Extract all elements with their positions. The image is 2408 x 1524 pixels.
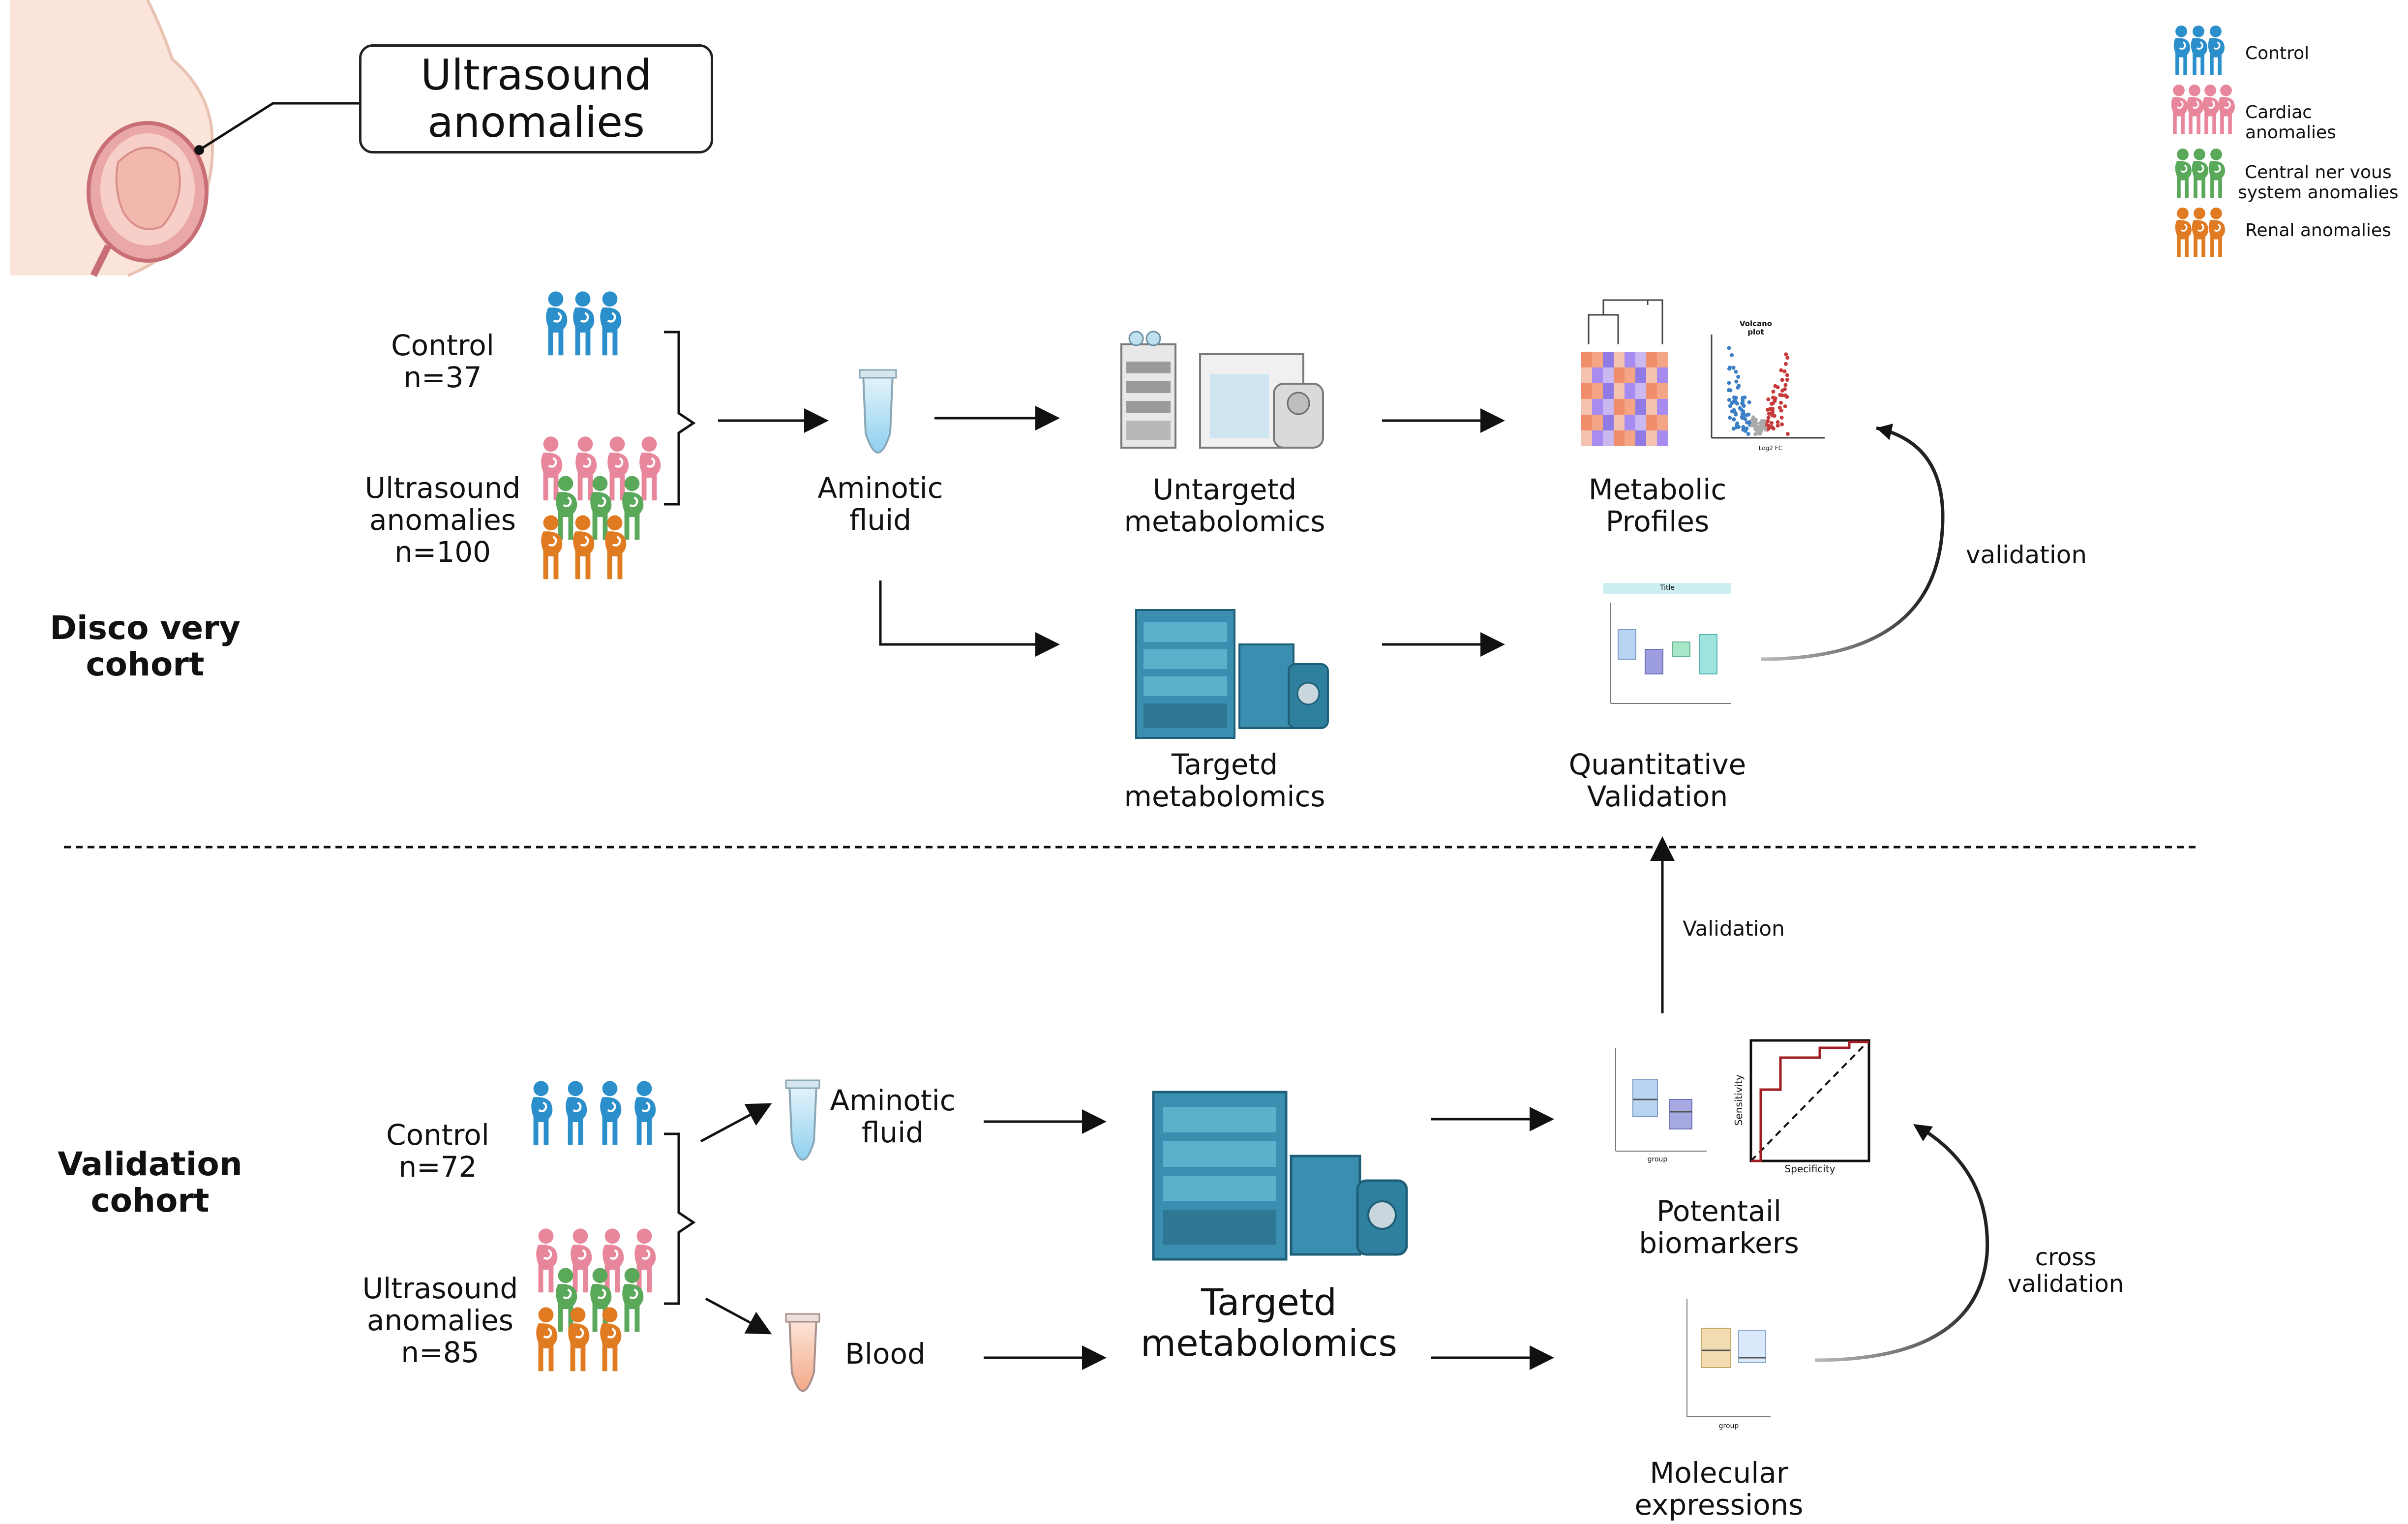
validation-control-people-icon [531, 1081, 656, 1145]
roc-y-axis-label: Sensitivity [1732, 1074, 1745, 1126]
roc-curve-icon [1749, 1039, 1870, 1162]
molecular-box-x-label: group [1718, 1422, 1739, 1430]
biomarker-box-x-label: group [1647, 1156, 1668, 1163]
metabolic-profiles-label: Metabolic Profiles [1588, 473, 1727, 538]
blood-label: Blood [845, 1337, 926, 1371]
volcano-x-axis-label: Log2 FC [1758, 445, 1783, 452]
legend-cardiac-label: Cardiac anomalies [2245, 102, 2336, 143]
boxplot-title: Title [1659, 584, 1675, 592]
validation-curve-arrow [1760, 426, 1945, 661]
val-targeted-lcms-instrument-icon [1152, 1091, 1408, 1261]
title-connector-line [198, 102, 359, 152]
discovery-control-people-icon [546, 291, 621, 355]
untargeted-lcms-instrument-icon [1120, 331, 1324, 449]
validation-fluid-label: Aminotic fluid [830, 1084, 956, 1149]
biomarker-boxplot-icon [1615, 1048, 1707, 1152]
legend-cns-icon [2174, 148, 2226, 199]
discovery-cohort-label: Disco very cohort [50, 609, 241, 683]
validation-anomalies-label: Ultrasound anomalies n=85 [362, 1272, 518, 1369]
validation-control-label: Control n=72 [386, 1118, 489, 1184]
validation-up-label: Validation [1683, 916, 1785, 941]
validation-curve-label: validation [1965, 541, 2087, 569]
val-amniotic-fluid-tube-icon [785, 1079, 820, 1161]
cross-validation-label: cross validation [2007, 1244, 2124, 1298]
arrow-to-val-fluid [700, 1103, 772, 1143]
molecular-boxplot-icon [1686, 1299, 1771, 1417]
legend-control-label: Control [2245, 43, 2310, 63]
metabolic-heatmap-icon [1581, 299, 1668, 446]
cross-validation-curve-arrow [1814, 1125, 1989, 1362]
targeted-lcms-instrument-icon [1135, 609, 1329, 739]
legend-cardiac-icon [2170, 84, 2236, 135]
discovery-brace [664, 331, 696, 506]
discovery-anomalies-people-icon [541, 436, 661, 579]
blood-tube-icon [785, 1313, 820, 1392]
legend-cns-label: Central ner vous system anomalies [2238, 162, 2399, 203]
roc-x-axis-label: Specificity [1784, 1163, 1836, 1175]
legend-renal-icon [2174, 207, 2226, 258]
arrow-to-targeted [879, 580, 1060, 657]
discovery-anomalies-label: Ultrasound anomalies n=100 [364, 471, 521, 569]
pregnant-figure-illustration [10, 0, 214, 277]
arrow-to-blood [705, 1297, 772, 1335]
discovery-control-label: Control n=37 [391, 329, 494, 394]
untargeted-metabolomics-label: Untargetd metabolomics [1124, 473, 1325, 538]
potential-biomarkers-label: Potentail biomarkers [1639, 1194, 1799, 1260]
validation-cohort-label: Validation cohort [58, 1145, 242, 1219]
ultrasound-anomalies-title-box: Ultrasound anomalies [359, 44, 713, 153]
quantitative-boxplot-icon [1603, 583, 1731, 704]
validation-brace [664, 1132, 696, 1305]
molecular-expressions-label: Molecular expressions [1634, 1456, 1804, 1522]
val-targeted-metabolomics-label: Targetd metabolomics [1141, 1281, 1397, 1365]
targeted-metabolomics-label: Targetd metabolomics [1124, 748, 1325, 813]
legend-renal-label: Renal anomalies [2245, 220, 2391, 241]
volcano-plot-title: Volcano plot [1739, 319, 1773, 336]
validation-anomalies-people-icon [536, 1228, 656, 1371]
discovery-fluid-label: Aminotic fluid [817, 471, 943, 537]
legend-control-icon [2173, 25, 2226, 76]
quantitative-validation-label: Quantitative Validation [1568, 748, 1746, 813]
amniotic-fluid-tube-icon [859, 369, 897, 454]
volcano-plot-icon [1711, 335, 1825, 439]
